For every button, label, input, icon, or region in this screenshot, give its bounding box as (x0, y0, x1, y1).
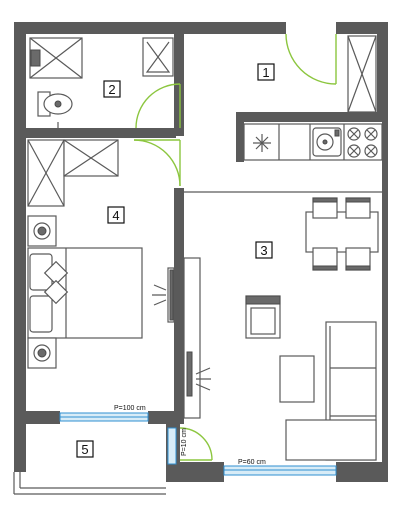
room-label-3: 3 (255, 241, 273, 259)
wall-kitchen-side (236, 112, 244, 162)
balcony-door (179, 427, 213, 461)
dining-table (305, 211, 379, 253)
wall-bath-bottom (26, 128, 176, 138)
wall-right (382, 112, 388, 482)
bathroom-fixtures (29, 37, 174, 130)
window-dimension-living: P=60 cm (238, 459, 266, 466)
wall-top-left (14, 22, 286, 34)
bedroom-door (133, 139, 181, 187)
wall-bottom-mid (166, 462, 224, 482)
nightstand (27, 215, 57, 247)
cooktop (347, 127, 378, 158)
wall-top-right (336, 22, 388, 34)
svg-text:2: 2 (108, 82, 115, 97)
wall-right-upper (377, 22, 388, 117)
toilet (37, 91, 73, 117)
shower-drain (30, 49, 41, 67)
dining-set (305, 197, 379, 271)
room-label-5: 5 (76, 440, 94, 458)
armchair (245, 295, 281, 339)
svg-text:4: 4 (112, 208, 119, 223)
wardrobe-bedroom (27, 139, 119, 207)
room-label-4: 4 (107, 206, 125, 224)
window-dimension-balcony: P=10 cm (181, 428, 188, 456)
wall-center (174, 188, 184, 424)
wall-bath-right (174, 34, 184, 136)
balcony-railing (13, 472, 166, 495)
wall-left (14, 22, 26, 472)
window-balcony-door (167, 427, 177, 465)
bathroom-door (135, 83, 181, 129)
wall-kitchen-top (236, 112, 382, 122)
wall-bottom-right (336, 462, 388, 482)
room-label-2: 2 (103, 80, 121, 98)
svg-text:3: 3 (260, 243, 267, 258)
sofa (285, 321, 377, 461)
tv-signal-icon (195, 367, 211, 391)
wall-bedroom-bottom-right (148, 411, 180, 424)
kitchen-sink (312, 127, 342, 157)
kitchen-counter (243, 123, 383, 161)
svg-text:5: 5 (81, 442, 88, 457)
window-bedroom (59, 412, 149, 422)
wardrobe-hall (347, 35, 377, 113)
fridge-symbol (253, 134, 271, 152)
tv-cabinet (183, 257, 201, 419)
coffee-table (279, 355, 315, 403)
double-bed (27, 247, 143, 339)
room-label-1: 1 (257, 63, 275, 81)
pillow (29, 295, 53, 333)
tv (186, 351, 193, 397)
window-living (223, 465, 337, 476)
wall-bedroom-bottom-left (14, 411, 60, 424)
nightstand (27, 337, 57, 369)
bedroom-tv (152, 267, 175, 323)
entrance-door (285, 33, 337, 85)
svg-text:1: 1 (262, 65, 269, 80)
window-dimension-bedroom: P=100 cm (114, 405, 146, 412)
